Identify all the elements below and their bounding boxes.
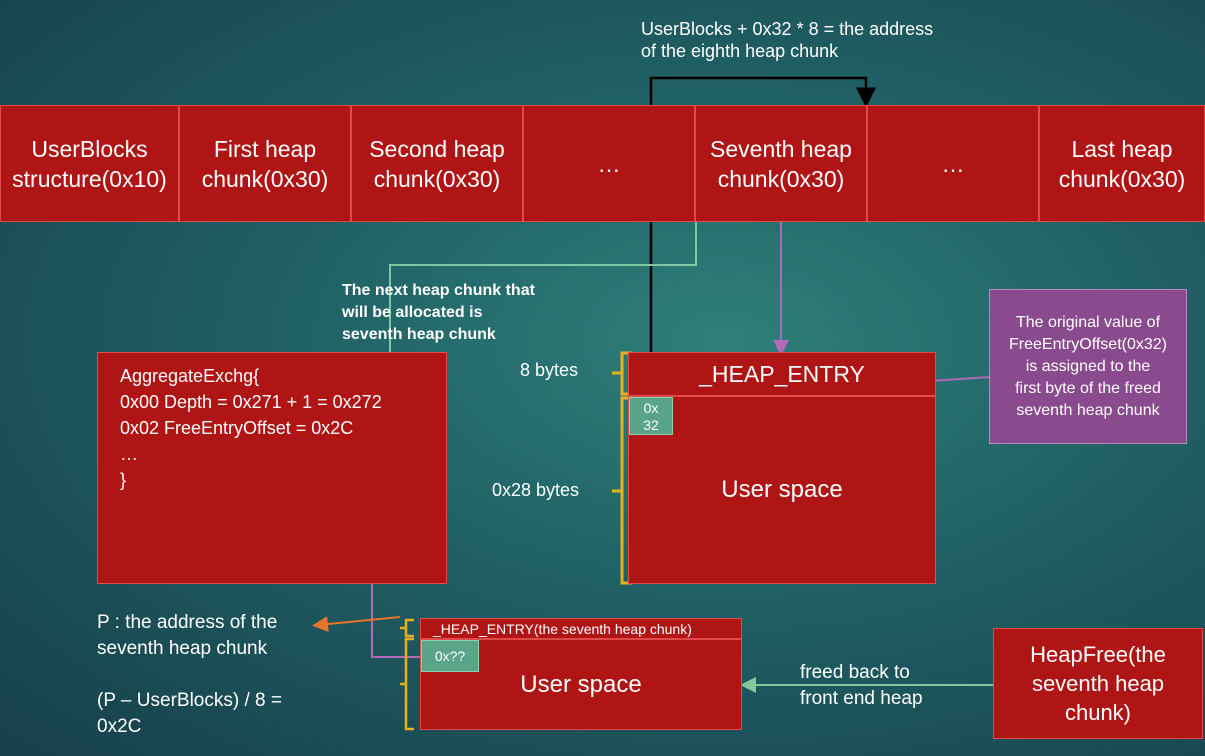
orange-p-arrow	[312, 616, 401, 632]
size-body-label: 0x28 bytes	[492, 480, 580, 500]
user-space-upper: User space	[628, 396, 936, 584]
heap-entry-header-upper: _HEAP_ENTRY	[628, 352, 936, 396]
heap-cell-ellipsis-1: …	[523, 105, 695, 222]
black-address-arrow	[649, 76, 876, 400]
aggregate-line-4: …	[120, 444, 138, 464]
purple-note-box: The original value of FreeEntryOffset(0x…	[989, 289, 1187, 444]
heap-cell-last: Last heap chunk(0x30)	[1039, 105, 1205, 222]
next-chunk-note: The next heap chunk that will be allocat…	[342, 282, 535, 343]
size-header-label: 8 bytes	[520, 360, 579, 380]
aggregate-line-3: 0x02 FreeEntryOffset = 0x2C	[120, 418, 354, 438]
heap-cell-userblocks: UserBlocks structure(0x10)	[0, 105, 179, 222]
heap-cell-ellipsis-2: …	[867, 105, 1039, 222]
top-note: UserBlocks + 0x32 * 8 = the address of t…	[641, 19, 934, 61]
formula: (P – UserBlocks) / 8 = 0x2C	[97, 690, 282, 737]
heap-cell-seventh: Seventh heap chunk(0x30)	[695, 105, 867, 222]
heapfree-box: HeapFree(the seventh heap chunk)	[993, 628, 1203, 739]
bracket-body-upper	[612, 396, 632, 585]
heap-cell-second: Second heap chunk(0x30)	[351, 105, 523, 222]
bracket-header-upper	[612, 351, 632, 396]
offset-value-lower: 0x??	[421, 640, 479, 672]
aggregate-exchg-box: AggregateExchg{ 0x00 Depth = 0x271 + 1 =…	[97, 352, 447, 584]
freed-note: freed back to front end heap	[800, 662, 923, 709]
heap-entry-header-lower: _HEAP_ENTRY(the seventh heap chunk)	[420, 618, 742, 639]
offset-value-upper: 0x 32	[629, 397, 673, 435]
aggregate-line-5: }	[120, 470, 127, 490]
bracket-header-lower	[400, 618, 414, 638]
bracket-body-lower	[400, 637, 414, 731]
p-note: P : the address of the seventh heap chun…	[97, 612, 278, 659]
heap-cell-first: First heap chunk(0x30)	[179, 105, 351, 222]
aggregate-line-2: 0x00 Depth = 0x271 + 1 = 0x272	[120, 392, 382, 412]
aggregate-line-1: AggregateExchg{	[120, 366, 260, 386]
